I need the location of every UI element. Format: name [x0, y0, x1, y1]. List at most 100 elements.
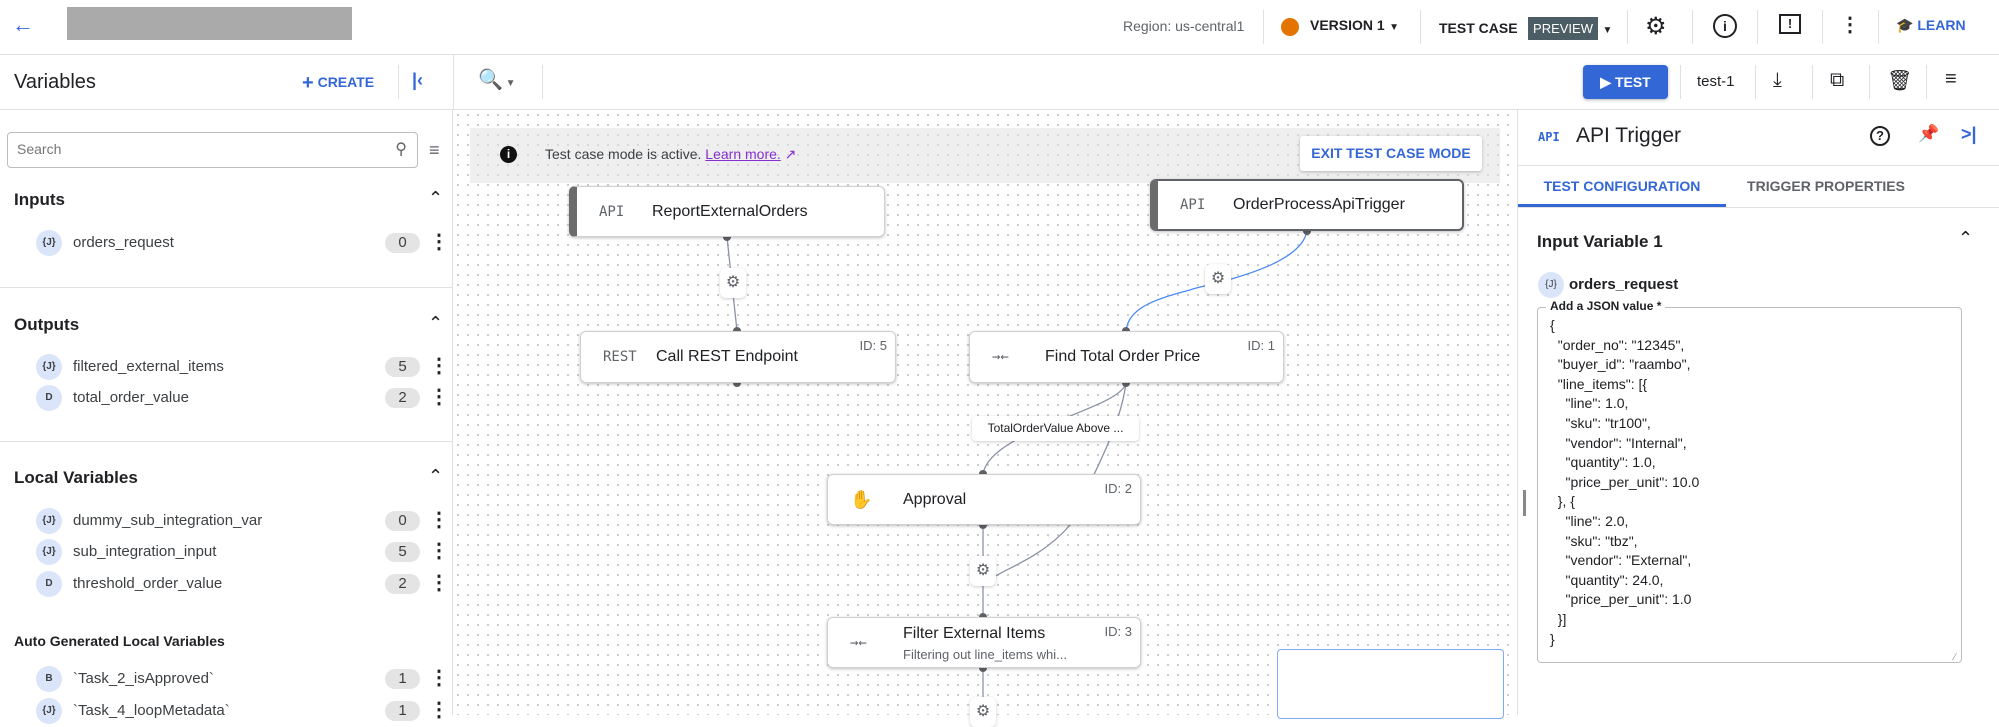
collapse-panel-icon[interactable]: |‹ [412, 70, 424, 90]
top-bar: ← Region: us-central1 VERSION 1 ▼ TEST C… [0, 0, 1999, 55]
search-input[interactable] [17, 141, 367, 157]
exit-test-case-mode-button[interactable]: EXIT TEST CASE MODE [1300, 136, 1482, 171]
integration-name-redacted [67, 7, 352, 40]
more-vert-icon[interactable]: ⋮ [429, 540, 449, 562]
resize-grip-icon[interactable]: ∕ [1954, 652, 1956, 663]
edge-condition-gear-icon[interactable]: ⚙ [970, 556, 996, 586]
feedback-icon[interactable]: ! [1779, 14, 1801, 34]
json-value-textarea[interactable] [1537, 307, 1962, 663]
more-vert-icon[interactable]: ⋮ [1840, 14, 1860, 36]
task-node-filter-external-items[interactable]: →← Filter External Items Filtering out l… [827, 617, 1141, 668]
edge-condition-gear-icon[interactable]: ⚙ [1205, 264, 1231, 294]
download-icon[interactable]: ⤓ [1773, 69, 1782, 91]
info-icon[interactable]: i [1713, 14, 1737, 38]
json-field-label: Add a JSON value * [1546, 299, 1666, 313]
menu-icon[interactable]: ≡ [1945, 68, 1957, 90]
resize-handle[interactable] [1523, 490, 1526, 516]
chevron-up-icon[interactable]: ⌃ [428, 466, 444, 486]
more-vert-icon[interactable]: ⋮ [429, 509, 449, 531]
more-vert-icon[interactable]: ⋮ [429, 231, 449, 253]
create-variable-button[interactable]: + CREATE [302, 72, 374, 95]
learn-button[interactable]: 🎓 LEARN [1896, 17, 1966, 34]
section-inputs: Inputs [14, 190, 65, 209]
version-label: VERSION 1 [1310, 17, 1385, 33]
more-vert-icon[interactable]: ⋮ [429, 386, 449, 408]
filter-sort-icon[interactable]: ≡ [429, 140, 440, 160]
json-line: "line_items": [{ [1550, 375, 1648, 392]
api-icon: API [599, 203, 625, 220]
node-title: ReportExternalOrders [652, 202, 808, 220]
node-id: ID: 3 [1104, 624, 1132, 639]
chevron-up-icon[interactable]: ⌃ [428, 188, 444, 208]
learn-icon: 🎓 [1896, 17, 1914, 33]
json-line: } [1550, 630, 1555, 647]
test-label: TEST [1614, 74, 1651, 90]
version-status-dot [1281, 18, 1299, 36]
variable-row[interactable]: B`Task_2_isApproved`1⋮ [36, 665, 449, 693]
api-trigger-panel: API API Trigger ? 📌 >| TEST CONFIGURATIO… [1517, 110, 1999, 715]
node-title: OrderProcessApiTrigger [1233, 196, 1405, 213]
api-icon: API [1538, 130, 1560, 144]
test-case-name[interactable]: test-1 [1697, 73, 1735, 90]
minimap[interactable] [1277, 649, 1504, 719]
usage-count: 0 [385, 511, 420, 531]
tab-test-configuration[interactable]: TEST CONFIGURATION [1518, 166, 1726, 207]
tab-trigger-properties[interactable]: TRIGGER PROPERTIES [1747, 178, 1905, 194]
info-icon: i [500, 146, 517, 163]
caret-down-icon: ▼ [1602, 25, 1613, 36]
input-variable-heading: Input Variable 1 [1537, 232, 1663, 251]
node-title: Filter External Items [903, 625, 1046, 642]
test-button[interactable]: ▶ TEST [1583, 65, 1668, 99]
editor-toolbar: Variables + CREATE |‹ 🔍 ▼ ▶ TEST test-1 … [0, 55, 1999, 110]
variable-name: total_order_value [73, 389, 189, 406]
api-icon: API [1180, 197, 1206, 213]
chevron-up-icon[interactable]: ⌃ [1958, 228, 1974, 248]
json-type-icon: {J} [1538, 272, 1564, 298]
usage-count: 0 [385, 233, 420, 253]
variable-name: threshold_order_value [73, 575, 223, 592]
create-label: CREATE [317, 74, 375, 90]
test-case-label: TEST CASE [1439, 20, 1518, 36]
usage-count: 5 [385, 542, 420, 562]
preview-badge: PREVIEW [1528, 17, 1598, 40]
edge-condition-gear-icon[interactable]: ⚙ [970, 697, 996, 727]
double-type-icon: D [36, 571, 62, 597]
collapse-panel-icon[interactable]: >| [1961, 124, 1977, 144]
settings-icon[interactable]: ⚙ [1645, 13, 1667, 40]
node-title: Approval [903, 490, 967, 508]
json-line: "price_per_unit": 10.0 [1550, 473, 1700, 490]
json-type-icon: {J} [36, 354, 62, 380]
learn-more-link[interactable]: Learn more. [705, 146, 781, 162]
search-field[interactable]: ⚲ [7, 132, 418, 168]
zoom-dropdown[interactable]: 🔍 ▼ [478, 69, 516, 91]
json-type-icon: {J} [36, 508, 62, 534]
node-subtitle: Filtering out line_items whi... [903, 647, 1068, 662]
test-case-dropdown[interactable]: TEST CASE PREVIEW ▼ [1439, 17, 1612, 40]
copy-icon[interactable]: ⧉ [1830, 69, 1845, 91]
edge-condition-gear-icon[interactable]: ⚙ [720, 268, 746, 298]
trigger-node-order-process-api[interactable]: API OrderProcessApiTrigger [1150, 179, 1464, 231]
help-icon[interactable]: ? [1870, 126, 1890, 146]
more-vert-icon[interactable]: ⋮ [429, 572, 449, 594]
edge-label[interactable]: TotalOrderValue Above ... [972, 416, 1139, 441]
chevron-up-icon[interactable]: ⌃ [428, 313, 444, 333]
back-arrow-icon[interactable]: ← [12, 12, 34, 37]
version-dropdown[interactable]: VERSION 1 ▼ [1310, 17, 1399, 35]
delete-icon[interactable]: 🗑 [1887, 70, 1913, 92]
boolean-type-icon: B [36, 666, 62, 692]
more-vert-icon[interactable]: ⋮ [429, 667, 449, 689]
variable-name: sub_integration_input [73, 543, 217, 560]
trigger-node-report-external-orders[interactable]: API ReportExternalOrders [569, 186, 885, 237]
node-id: ID: 2 [1104, 481, 1132, 496]
pin-icon[interactable]: 📌 [1918, 124, 1940, 143]
more-vert-icon[interactable]: ⋮ [429, 355, 449, 377]
